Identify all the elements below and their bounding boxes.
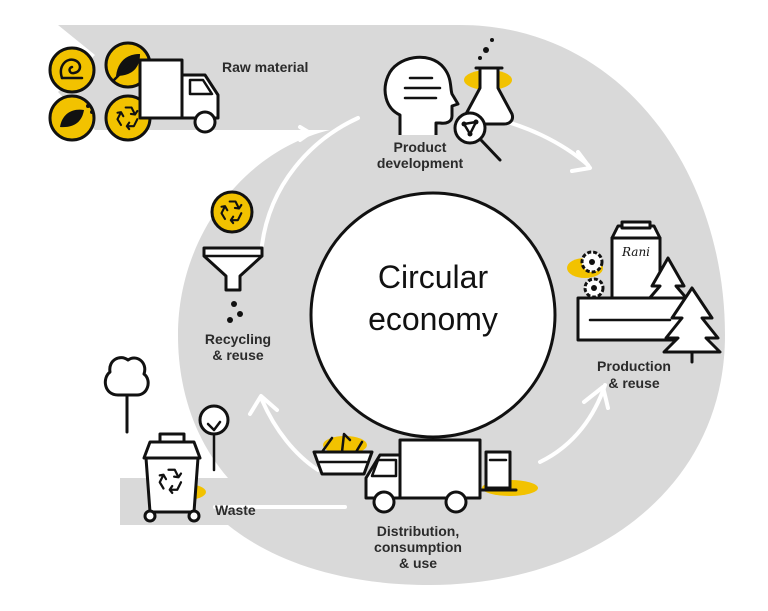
- product-development-label-line1: Product: [394, 139, 447, 155]
- magnifier-icon: [453, 111, 502, 162]
- production-label-line2: & reuse: [608, 375, 660, 391]
- recycling-label-line2: & reuse: [212, 347, 264, 363]
- basket-icon: [312, 432, 374, 476]
- distribution-label-line2: consumption: [374, 539, 462, 555]
- round-tree-icon: [103, 356, 150, 434]
- production-label-line1: Production: [597, 358, 671, 374]
- raw-material-truck-icon: [138, 58, 220, 134]
- waste-icons: [103, 356, 230, 523]
- center-circle: [309, 191, 557, 439]
- product-development-icons: [383, 38, 514, 162]
- logo-text: Rani: [621, 245, 650, 259]
- raw-material-label: Raw material: [222, 59, 308, 75]
- recycling-label-line1: Recycling: [205, 331, 271, 347]
- delivery-truck-icon: [364, 438, 482, 514]
- center-title-line1: Circular: [378, 259, 489, 295]
- recycle-coin-icon: [210, 190, 254, 234]
- flask-icon: [464, 38, 514, 126]
- package-icon: [478, 450, 538, 496]
- organic-material-icon: [48, 94, 96, 142]
- shell-icon: [48, 46, 96, 94]
- recycle-bin-icon: [142, 432, 206, 523]
- distribution-icons: [312, 432, 538, 514]
- particle-dots: [227, 301, 243, 323]
- milk-carton-icon: Rani: [610, 220, 662, 300]
- head-icon: [383, 55, 460, 135]
- pine-tree-icon: [662, 286, 722, 364]
- distribution-label-line1: Distribution,: [377, 523, 459, 539]
- production-icons: Rani: [567, 220, 722, 364]
- waste-label: Waste: [215, 502, 256, 518]
- center-title-line2: economy: [368, 301, 498, 337]
- funnel-icon: [202, 246, 264, 292]
- recycling-icons: [202, 190, 264, 323]
- raw-material-icons: [48, 41, 220, 142]
- product-development-label-line2: development: [377, 155, 464, 171]
- distribution-label-line3: & use: [399, 555, 437, 571]
- small-round-tree-icon: [198, 404, 230, 472]
